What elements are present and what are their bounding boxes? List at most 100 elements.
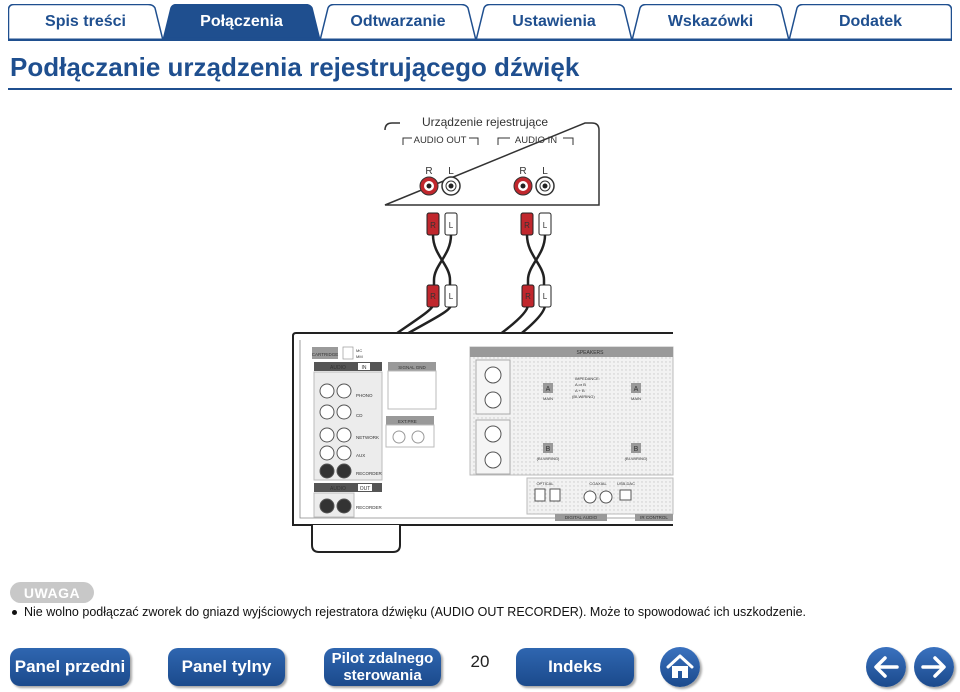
svg-text:A: A	[546, 386, 551, 393]
home-icon	[666, 654, 694, 678]
tab-label: Odtwarzanie	[350, 12, 446, 30]
svg-text:B: B	[546, 446, 551, 453]
rca-plugs-bottom: R L R L	[426, 284, 552, 308]
plug-r: R	[426, 212, 440, 236]
svg-text:L: L	[449, 221, 454, 230]
svg-text:EXT.PRE: EXT.PRE	[398, 419, 417, 424]
tab-bar: Spis treści Połączenia Odtwarzanie Ustaw…	[0, 0, 960, 42]
rca-jack-out-r	[419, 176, 439, 196]
index-label: Indeks	[548, 657, 602, 676]
plug-r: R	[521, 284, 535, 308]
tab-label: Dodatek	[838, 12, 903, 30]
tab-settings[interactable]: Ustawienia	[476, 4, 632, 39]
arrow-right-icon	[921, 656, 946, 678]
svg-text:AUDIO: AUDIO	[330, 486, 346, 492]
forward-button[interactable]	[914, 647, 954, 687]
svg-text:USB-DAC: USB-DAC	[617, 481, 635, 486]
input-jacks	[313, 371, 383, 481]
arrow-left-icon	[874, 656, 899, 678]
remote-control-button[interactable]: Pilot zdalnego sterowania	[324, 648, 441, 686]
in-l-label: L	[542, 166, 548, 177]
svg-text:NETWORK: NETWORK	[356, 435, 379, 440]
svg-text:AUX: AUX	[356, 453, 365, 458]
svg-text:R: R	[525, 292, 531, 301]
tab-label: Ustawienia	[512, 12, 596, 30]
tab-label: Połączenia	[200, 12, 283, 30]
tab-label: Spis treści	[45, 12, 126, 30]
audio-in-label: AUDIO IN	[515, 135, 557, 146]
bullet-icon	[12, 609, 17, 615]
svg-text:R: R	[524, 221, 530, 230]
remote-label-line1: Pilot zdalnego	[331, 650, 434, 667]
remote-label-line2: sterowania	[343, 667, 422, 684]
page-title: Podłączanie urządzenia rejestrującego dź…	[10, 52, 580, 82]
svg-text:OPTICAL: OPTICAL	[536, 481, 554, 486]
out-r-label: R	[425, 166, 432, 177]
rca-plugs-top: R L R L	[426, 212, 552, 236]
svg-text:IMPEDANCE:: IMPEDANCE:	[575, 376, 600, 381]
front-panel-button[interactable]: Panel przedni	[10, 648, 130, 686]
page-number: 20	[470, 652, 490, 671]
title-divider	[8, 88, 952, 90]
svg-text:OUT: OUT	[360, 486, 371, 492]
tab-underline	[8, 38, 952, 41]
rca-jack-in-r	[513, 176, 533, 196]
amplifier-rear-panel: CARTRIDGE MC MM AUDIO IN PHONO CD NETWOR…	[292, 332, 674, 553]
plug-l: L	[538, 212, 552, 236]
warning-text: Nie wolno podłączać zworek do gniazd wyj…	[24, 605, 807, 619]
tab-contents[interactable]: Spis treści	[8, 4, 163, 39]
index-button[interactable]: Indeks	[516, 648, 634, 686]
in-r-label: R	[519, 166, 526, 177]
plug-l: L	[444, 212, 458, 236]
tab-appendix[interactable]: Dodatek	[789, 4, 952, 39]
svg-text:B: B	[634, 446, 639, 453]
out-l-label: L	[448, 166, 454, 177]
warning-badge: UWAGA	[10, 582, 94, 603]
svg-text:R: R	[430, 292, 436, 301]
svg-text:L: L	[543, 292, 548, 301]
svg-text:(BI-WIRING): (BI-WIRING)	[625, 456, 648, 461]
svg-text:CD: CD	[356, 413, 363, 418]
output-jacks	[313, 492, 355, 518]
plug-l: L	[538, 284, 552, 308]
tab-tips[interactable]: Wskazówki	[632, 4, 789, 39]
audio-out-label: AUDIO OUT	[414, 135, 467, 146]
cartridge-label: CARTRIDGE	[312, 352, 338, 357]
svg-text:SPEAKERS: SPEAKERS	[577, 350, 605, 356]
svg-text:COAXIAL: COAXIAL	[589, 481, 607, 486]
front-panel-label: Panel przedni	[14, 657, 126, 676]
plug-r: R	[426, 284, 440, 308]
rear-panel-button[interactable]: Panel tylny	[168, 648, 285, 686]
svg-text:A: A	[634, 386, 639, 393]
svg-text:DIGITAL AUDIO: DIGITAL AUDIO	[565, 515, 598, 520]
svg-text:L: L	[449, 292, 454, 301]
recorder-label: Urządzenie rejestrujące	[422, 115, 548, 129]
svg-text:A or B: A or B	[575, 382, 586, 387]
rca-jack-in-l	[535, 176, 555, 196]
svg-text:RECORDER: RECORDER	[356, 505, 383, 510]
svg-text:MM: MM	[356, 354, 363, 359]
home-button[interactable]	[660, 647, 700, 687]
rca-jack-out-l	[441, 176, 461, 196]
svg-text:(BI-WIRING): (BI-WIRING)	[537, 456, 560, 461]
tab-connections[interactable]: Połączenia	[163, 4, 320, 39]
tab-label: Wskazówki	[667, 12, 754, 30]
svg-text:MAIN: MAIN	[543, 396, 553, 401]
back-button[interactable]	[866, 647, 906, 687]
svg-text:MAIN: MAIN	[631, 396, 641, 401]
svg-text:RECORDER: RECORDER	[356, 471, 383, 476]
svg-text:R: R	[430, 221, 436, 230]
svg-text:AUDIO: AUDIO	[330, 365, 346, 371]
svg-text:A + B: A + B	[575, 388, 585, 393]
plug-l: L	[444, 284, 458, 308]
connection-diagram: Urządzenie rejestrujące AUDIO OUT AUDIO …	[292, 115, 674, 553]
recorder-device: Urządzenie rejestrujące AUDIO OUT AUDIO …	[384, 115, 600, 206]
rear-panel-label: Panel tylny	[181, 657, 272, 676]
tab-playback[interactable]: Odtwarzanie	[320, 4, 476, 39]
svg-text:IN: IN	[362, 365, 367, 371]
plug-r: R	[520, 212, 534, 236]
warning-note: Nie wolno podłączać zworek do gniazd wyj…	[12, 605, 806, 619]
svg-text:MC: MC	[356, 348, 362, 353]
svg-text:PHONO: PHONO	[356, 393, 373, 398]
svg-text:(BI-WIRING): (BI-WIRING)	[572, 394, 595, 399]
